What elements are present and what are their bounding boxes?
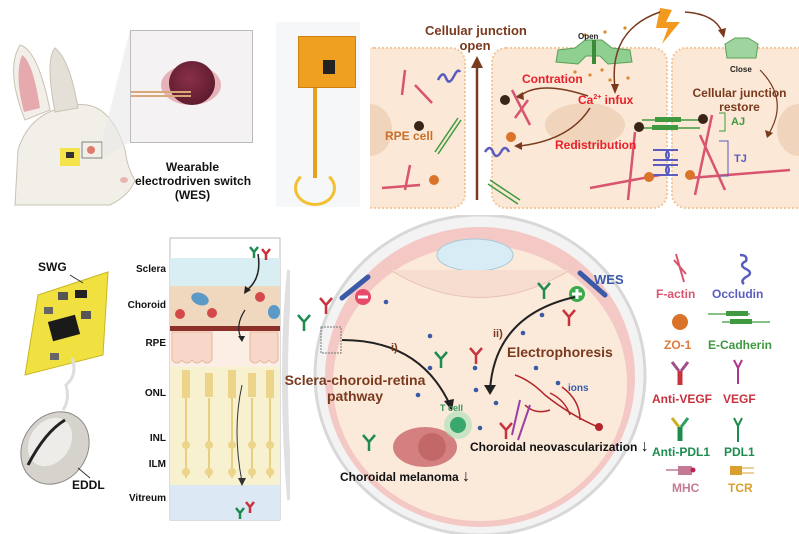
panel-b: Cellular junction open RPE cell Open Clo… <box>370 0 799 210</box>
melanoma-label: Choroidal melanoma ↓ <box>340 468 470 486</box>
panel-c: SWG EDDL Sclera Choroid RPE ONL INL ILM … <box>0 210 290 534</box>
electrophoresis-label: Electrophoresis <box>507 344 613 360</box>
eddl-label: EDDL <box>72 478 105 492</box>
zo1-icon <box>672 314 688 330</box>
junction-open-line1: Cellular junction <box>425 23 527 38</box>
ca-superscript: 2+ <box>593 94 602 101</box>
f-actin-icon <box>673 253 687 283</box>
tcr-icon <box>730 466 754 475</box>
legend-label-e-cadherin: E-Cadherin <box>708 338 773 352</box>
legend-icons <box>666 253 770 475</box>
legend: F-actin Occludin ZO-1 E-Cadherin Anti-VE… <box>650 250 799 534</box>
cnv-decrease-arrow: ↓ <box>640 438 649 455</box>
legend-label-anti-vegf: Anti-VEGF <box>652 392 712 406</box>
tj-label: TJ <box>734 153 747 165</box>
eye-photo <box>130 30 253 143</box>
wes-label: WES <box>594 272 624 287</box>
melanoma-decrease-arrow: ↓ <box>462 468 471 485</box>
device-photo <box>276 22 360 207</box>
wes-label-line3: (WES) <box>174 188 211 202</box>
melanoma-text: Choroidal melanoma <box>340 470 459 484</box>
eye-diagram <box>297 215 647 534</box>
redistribution-label: Redistribution <box>555 138 637 152</box>
legend-label-occludin: Occludin <box>712 287 764 301</box>
anti-pdl1-icon <box>670 417 690 441</box>
chip <box>323 60 335 74</box>
pdl1-icon <box>733 417 743 442</box>
legend-label-pdl1: PDL1 <box>724 445 755 459</box>
panel-a: Wearable electrodriven switch (WES) <box>0 0 370 210</box>
electrode-negative-plate <box>339 274 371 301</box>
flex-cable <box>313 88 317 178</box>
blood-vessels <box>514 374 599 428</box>
rpe-cell-label: RPE cell <box>385 129 434 143</box>
layer-vitreum <box>170 485 280 520</box>
channel-close-label: Close <box>730 65 752 74</box>
legend-label-f-actin: F-actin <box>656 287 696 301</box>
vegf-icon <box>733 359 743 384</box>
ions-label: ions <box>568 383 589 394</box>
legend-label-anti-pdl1: Anti-PDL1 <box>652 445 710 459</box>
t-cell-label: T cell <box>440 403 464 413</box>
channel-open-label: Open <box>578 32 599 41</box>
junction-open-line2: open <box>459 38 491 53</box>
layer-label-choroid: Choroid <box>127 300 166 311</box>
junction-diagram <box>370 8 799 209</box>
mhc-icon <box>666 466 696 475</box>
aj-label: AJ <box>731 116 746 128</box>
legend-label-zo1: ZO-1 <box>664 338 692 352</box>
cnv-text: Choroidal neovascularization <box>470 440 638 454</box>
layer-label-onl: ONL <box>144 388 166 399</box>
lens <box>436 238 514 272</box>
scr-pathway-line2: pathway <box>326 388 383 404</box>
rabbit-illustration <box>13 30 136 206</box>
wes-label-line1: Wearable <box>165 160 220 174</box>
cnv-label: Choroidal neovascularization ↓ <box>470 438 649 456</box>
path-i-label: i) <box>391 342 398 354</box>
ca-prefix: Ca <box>578 93 594 107</box>
legend-label-tcr: TCR <box>728 481 753 495</box>
contraction-label: Contration <box>522 72 583 86</box>
anti-vegf-icon <box>670 361 690 385</box>
scr-pathway-line1: Sclera-choroid-retina <box>284 372 426 388</box>
layer-label-rpe: RPE <box>145 338 166 349</box>
ca-suffix: infux <box>601 93 634 107</box>
layer-label-inl: INL <box>149 433 166 444</box>
junction-restore-line1: Cellular junction <box>692 86 787 100</box>
legend-label-vegf: VEGF <box>723 392 756 406</box>
eye-iris <box>169 61 215 105</box>
layer-choroid <box>170 286 280 326</box>
layer-label-sclera: Sclera <box>135 264 166 275</box>
layer-label-ilm: ILM <box>148 459 166 470</box>
layer-sclera <box>170 258 280 286</box>
legend-label-mhc: MHC <box>672 481 700 495</box>
electrode-positive-plate <box>577 270 608 298</box>
swg-label: SWG <box>38 260 67 274</box>
lightning-icon <box>656 8 680 44</box>
ring-electrode <box>294 170 336 206</box>
junction-restore-line2: restore <box>719 100 760 114</box>
layer-label-vitreum: Vitreum <box>128 493 166 504</box>
ca-influx-label: Ca2+ infux <box>578 93 633 107</box>
panel-d: WES i) ii) Electrophoresis Sclera-choroi… <box>280 215 660 534</box>
ion-channel-closed <box>724 37 759 59</box>
occludin-icon <box>739 253 752 285</box>
wes-label-line2: electrodriven switch <box>135 174 252 188</box>
device-and-layers <box>20 237 290 521</box>
path-ii-label: ii) <box>493 328 503 340</box>
